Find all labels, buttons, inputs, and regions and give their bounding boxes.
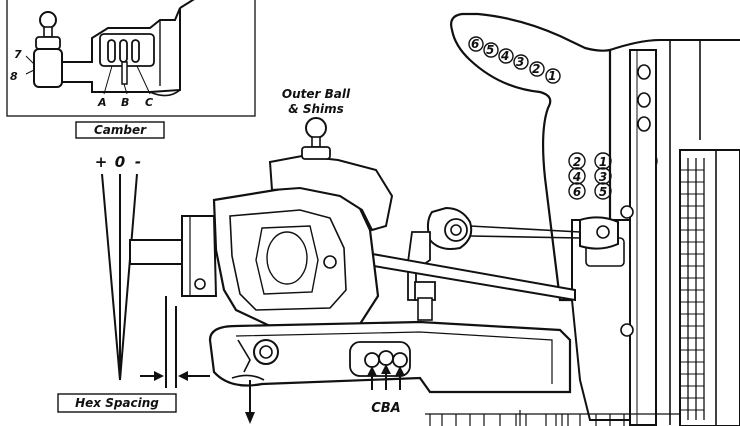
hex-spacing-guides <box>165 296 177 388</box>
drive-shaft <box>349 248 576 321</box>
inset-letter-b: B <box>121 96 129 109</box>
tower-top-num-6: 6 <box>471 37 479 51</box>
bottom-comb <box>425 410 680 426</box>
tower-grid-2: 2 <box>573 155 581 169</box>
camber-fan-lines <box>101 173 138 381</box>
inset-letter-c: C <box>145 96 153 109</box>
inset-letter-a: A <box>97 96 107 109</box>
outer-ball-line1: Outer Ball <box>282 87 351 101</box>
inset-number-7: 7 <box>14 48 22 61</box>
camber-hole-letters: CBA <box>371 401 401 416</box>
camber-minus: - <box>135 153 141 171</box>
tower-grid-5: 5 <box>599 185 607 199</box>
hex-spacing-label-box: Hex Spacing <box>57 393 177 413</box>
tower-top-num-3: 3 <box>516 55 524 69</box>
camber-hole-arrows <box>367 364 405 390</box>
lower-arm <box>208 320 572 394</box>
tower-post <box>629 39 701 426</box>
hex-spacing-label: Hex Spacing <box>75 396 159 410</box>
tower-top-num-5: 5 <box>486 43 494 57</box>
tower-grid-6: 6 <box>573 185 581 199</box>
hex-spacing-arrow-left <box>140 371 164 381</box>
camber-zero: 0 <box>115 153 125 171</box>
camber-label: Camber <box>94 123 147 137</box>
inset-panel: 7 8 A B C <box>6 0 256 117</box>
tower-grid-1: 1 <box>599 155 607 169</box>
tower-grid-4: 4 <box>572 170 581 184</box>
spur-gear <box>679 149 740 426</box>
pivot-arrow <box>231 374 265 424</box>
tower-top-num-4: 4 <box>500 49 509 63</box>
tower-top-num-1: 1 <box>548 69 556 83</box>
tower-top-num-2: 2 <box>532 62 540 76</box>
hub-carrier <box>129 117 394 328</box>
camber-plus: + <box>95 153 108 171</box>
tower-grid-3: 3 <box>599 170 607 184</box>
outer-ball-line2: & Shims <box>288 102 344 116</box>
inset-number-8: 8 <box>10 70 18 83</box>
camber-label-box: Camber <box>75 121 165 139</box>
hex-spacing-arrow-right <box>178 371 210 381</box>
outer-ball-label: Outer Ball & Shims <box>282 87 351 116</box>
